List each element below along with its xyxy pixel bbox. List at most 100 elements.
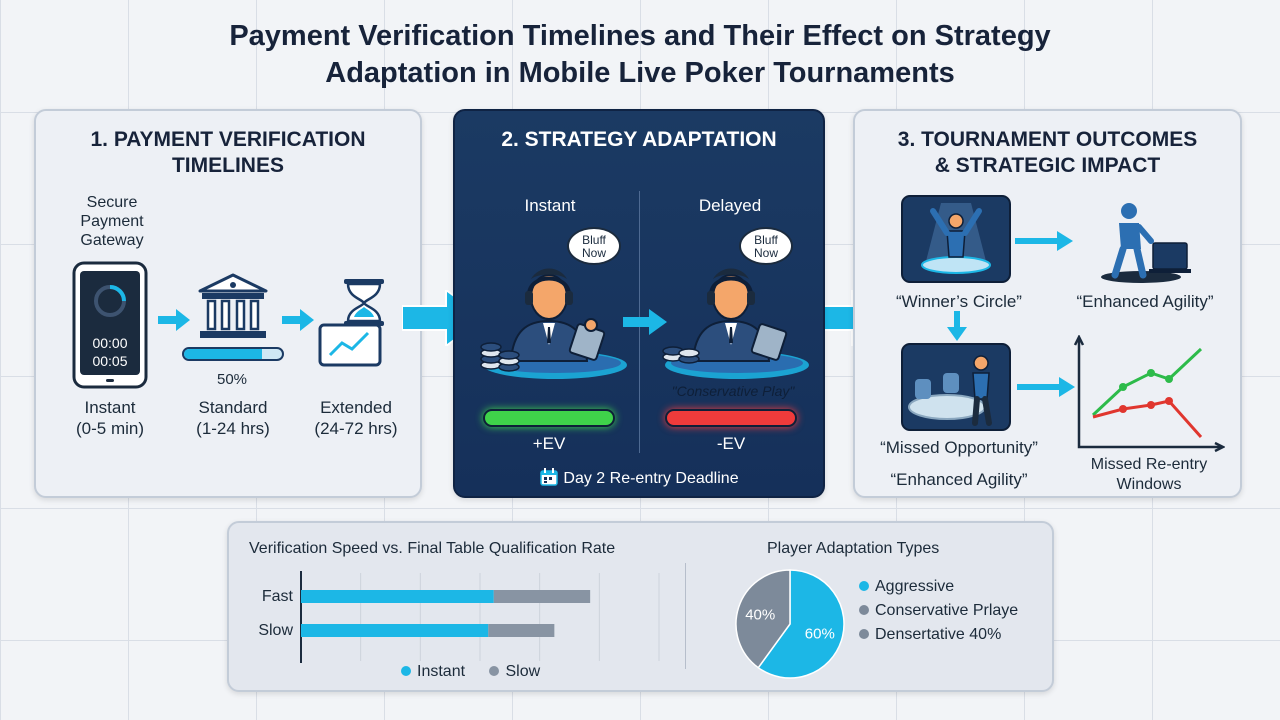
pie-slice-2 (735, 569, 791, 669)
pie-slice-1 (757, 569, 845, 679)
standard-progress-label: 50% (216, 371, 248, 388)
arrow-right-icon (158, 309, 190, 331)
tier-standard-range: (1-24 hrs) (196, 419, 270, 438)
deadline-label: Day 2 Re-entry Deadline (563, 470, 739, 487)
legend-slow-label: Slow (505, 663, 541, 680)
tier-extended-name: Extended (320, 398, 392, 417)
negative-ev-label: -EV (716, 434, 746, 453)
missed-reentry-label: Missed Re-entry Windows (1069, 455, 1229, 495)
tier-standard: Standard (1-24 hrs) (176, 397, 290, 439)
pie-legend-item-1: Aggressive (859, 575, 1018, 599)
charts-panel: Verification Speed vs. Final Table Quali… (227, 521, 1054, 692)
bubble-right-line-1: Bluff (754, 233, 778, 247)
phone-icon: 00:00 00:05 (72, 261, 148, 389)
winners-circle-label: “Winner’s Circle” (896, 292, 1022, 311)
bar-instant-fast (301, 590, 494, 603)
agile-player-icon (1101, 203, 1191, 283)
arrow-right-icon (282, 309, 314, 331)
legend-instant-label: Instant (417, 663, 466, 680)
tournament-outcomes-panel: 3. Tournament Outcomes & Strategic Impac… (853, 109, 1242, 498)
verification-timelines-panel: 1. Payment Verification Timelines Secure… (34, 109, 422, 498)
delayed-column-label: Delayed (698, 196, 762, 215)
bar-slow-slow (488, 624, 555, 637)
panel1-title-line-2: Timelines (171, 154, 284, 177)
tier-instant-range: (0-5 min) (75, 419, 144, 438)
instant-column-label: Instant (524, 196, 576, 215)
calendar-icon (540, 468, 559, 486)
pie-legend-item-2: Conservative Prlaye (859, 599, 1018, 623)
panel3-title-line-1: 3. Tournament Outcomes (897, 128, 1198, 151)
standard-progress-fill (184, 349, 263, 359)
arrow-right-icon (1015, 231, 1073, 251)
infographic-title: Payment Verification Timelines and Their… (0, 18, 1280, 92)
panel1-title: 1. Payment Verification Timelines (36, 127, 420, 179)
legend-instant-swatch (401, 666, 411, 676)
title-line-1: Payment Verification Timelines and Their… (229, 20, 1051, 52)
panel3-title: 3. Tournament Outcomes & Strategic Impac… (855, 127, 1240, 179)
pie-value-label: 60% (805, 626, 835, 643)
winner-celebration-icon (901, 195, 1011, 283)
panel1-title-line-1: 1. Payment Verification (90, 128, 366, 151)
bar-chart-title: Verification Speed vs. Final Table Quali… (249, 540, 616, 557)
pie-legend-label-3: Densertative 40% (875, 626, 1002, 643)
pie-legend-label-1: Aggressive (875, 578, 955, 595)
pie-legend-swatch-3 (859, 629, 869, 639)
tier-instant: Instant (0-5 min) (60, 397, 160, 439)
pie-legend-swatch-1 (859, 581, 869, 591)
missed-opportunity-icon (901, 343, 1011, 431)
gateway-label-line-1: Secure (86, 194, 138, 211)
enhanced-agility-bottom-label: “Enhanced Agility” (890, 470, 1028, 489)
phone-time-1: 00:00 (92, 335, 128, 351)
missed-opportunity-label: “Missed Opportunity” (880, 438, 1038, 457)
pie-value-label: 40% (745, 606, 775, 623)
enhanced-agility-top-label: “Enhanced Agility” (1076, 292, 1214, 311)
strategy-adaptation-panel: 2. Strategy Adaptation Instant Delayed B… (453, 109, 825, 498)
bank-icon (198, 273, 268, 338)
bar-category-label: Fast (262, 588, 294, 605)
missed-reentry-label-line-2: Windows (1116, 476, 1182, 493)
pie-legend-label-2: Conservative Prlaye (875, 602, 1019, 619)
positive-ev-label: +EV (532, 434, 566, 453)
missed-reentry-label-line-1: Missed Re-entry (1090, 456, 1208, 473)
thought-bubble-right: Bluff Now (739, 227, 793, 265)
panel3-title-line-2: & Strategic Impact (934, 154, 1161, 177)
pie-chart-title: Player Adaptation Types (767, 540, 940, 557)
gateway-label-line-2: Payment (80, 213, 144, 230)
tier-standard-name: Standard (198, 398, 268, 417)
pie-legend-item-3: Densertative 40% (859, 623, 1018, 647)
poker-player-icon (662, 268, 809, 379)
arrow-right-icon (1017, 377, 1075, 397)
arrow-down-icon (947, 311, 967, 341)
adaptation-pie-chart: 60% 40% (735, 569, 845, 679)
phone-time-2: 00:05 (92, 353, 128, 369)
bubble-left-line-2: Now (581, 246, 606, 260)
standard-progress-bar (182, 347, 284, 361)
bar-category-label: Slow (258, 622, 293, 639)
tier-extended-range: (24-72 hrs) (314, 419, 398, 438)
reentry-trend-chart-icon (1073, 335, 1225, 453)
legend-slow-swatch (489, 666, 500, 676)
pie-legend-swatch-2 (859, 605, 869, 615)
arrow-right-icon (623, 309, 667, 335)
tier-instant-name: Instant (84, 398, 136, 417)
positive-ev-bar (483, 409, 615, 427)
bar-instant-slow (301, 624, 489, 637)
tier-extended: Extended (24-72 hrs) (296, 397, 416, 439)
poker-player-icon (480, 268, 627, 379)
deadline-row: Day 2 Re-entry Deadline (455, 467, 823, 488)
bar-chart-legend: Instant Slow (401, 663, 540, 681)
hourglass-icon (318, 279, 384, 367)
gateway-label: Secure Payment Gateway (64, 193, 160, 250)
thought-bubble-left: Bluff Now (567, 227, 621, 265)
bar-slow-fast (493, 590, 591, 603)
pie-chart-legend: Aggressive Conservative Prlaye Densertat… (859, 575, 1018, 647)
bubble-left-line-1: Bluff (582, 233, 606, 247)
conservative-play-caption: "Conservative Play" (671, 383, 795, 399)
negative-ev-bar (665, 409, 797, 427)
gateway-label-line-3: Gateway (80, 232, 144, 249)
title-line-2: Adaptation in Mobile Live Poker Tourname… (325, 57, 955, 89)
charts-divider (685, 563, 686, 669)
panel2-title: 2. Strategy Adaptation (501, 128, 777, 151)
bubble-right-line-2: Now (753, 246, 778, 260)
